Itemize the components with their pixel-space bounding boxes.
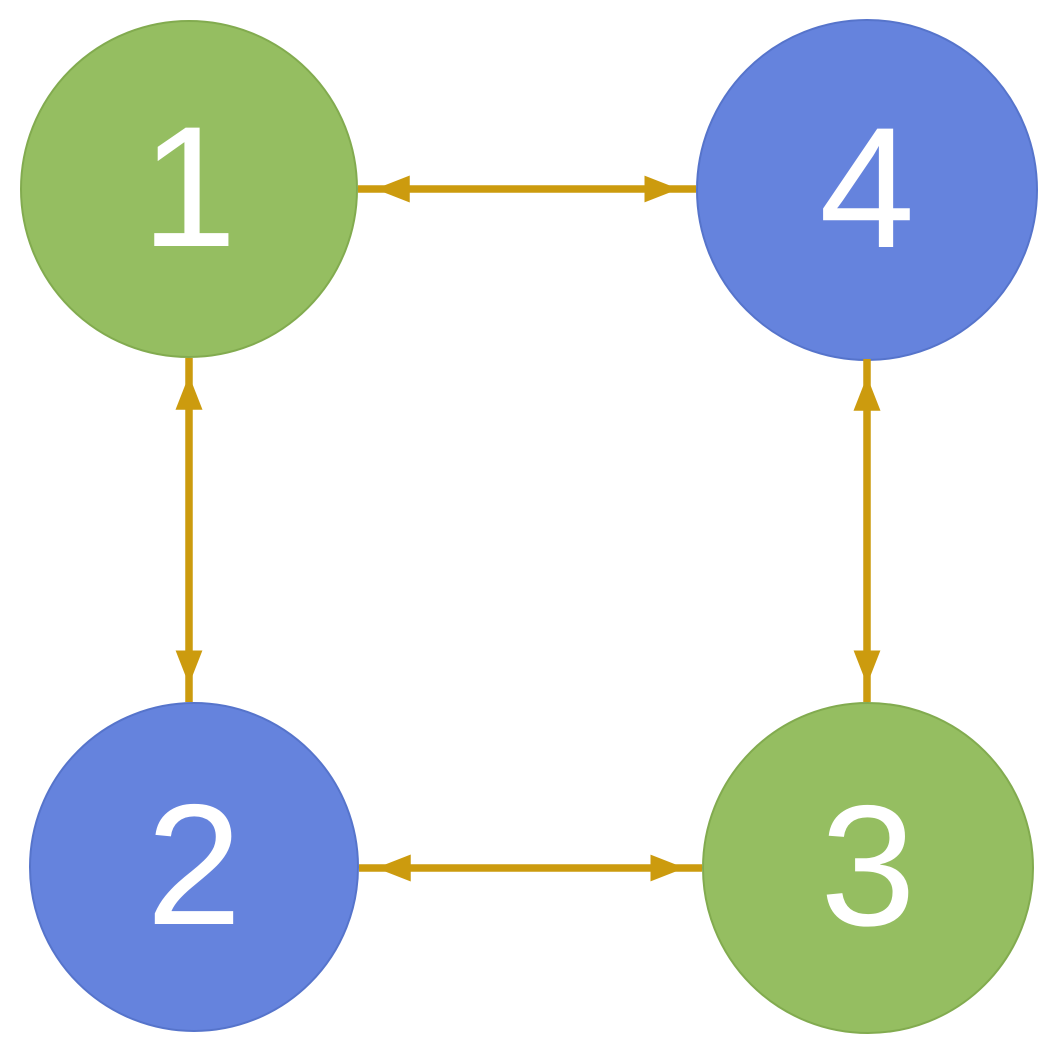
node-4-label: 4	[819, 92, 915, 284]
graph-node-3: 3	[702, 702, 1034, 1034]
graph-node-2: 2	[29, 702, 359, 1032]
node-3-label: 3	[820, 770, 916, 962]
graph-node-4: 4	[696, 19, 1038, 361]
node-1-label: 1	[141, 91, 237, 283]
node-2-label: 2	[146, 769, 242, 961]
graph-node-1: 1	[20, 20, 358, 358]
